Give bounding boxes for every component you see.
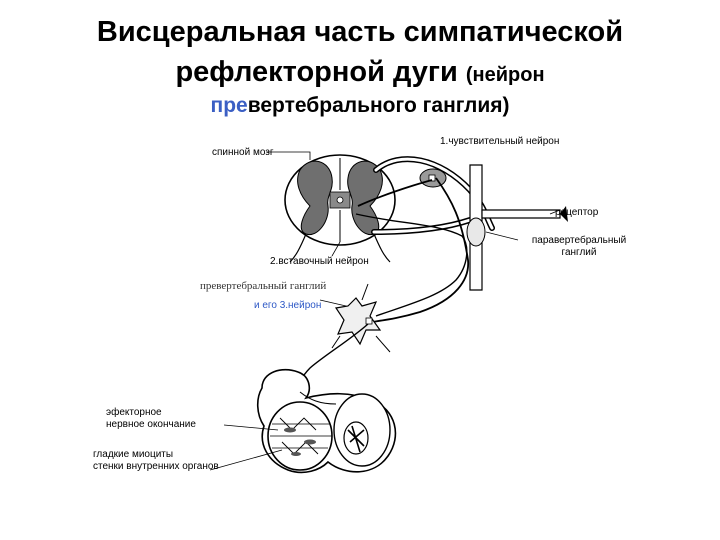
label-prevertebral-overlay: превертебральный ганглий [200,280,327,292]
paravertebral-ganglion [466,217,486,247]
sensory-neuron-body [428,174,436,182]
label-paravertebral-line1: паравертебральный [531,235,627,246]
label-smooth-line2: стенки внутренних органов [93,461,219,472]
label-neuron3: и его 3.нейрон [254,300,322,311]
label-paravertebral-ganglion: паравертебральный ганглий [518,235,640,259]
label-effector-line2: нервное окончание [106,419,196,430]
label-receptor: рецептор [555,207,599,218]
label-interneuron: 2.вставочный нейрон [270,256,369,267]
label-paravertebral-line2: ганглий [561,247,597,258]
spinal-cord-leader [266,151,311,160]
label-effector-ending: эфекторное нервное окончание [106,407,196,431]
prevertebral-ganglion [334,297,382,346]
label-smooth-line1: гладкие миоциты [93,449,174,460]
title-line-2-main: рефлекторной дуги [175,56,458,88]
title-line-3-rest: вертебрального ганглия) [247,94,510,117]
neuron3-body [365,317,373,325]
title-line-2: рефлекторной дуги (нейрон [0,56,720,89]
label-spinal-cord: спинной мозг [212,147,274,158]
title-line-3: превертебрального ганглия) [0,94,720,118]
title-line-2-paren: (нейрон [465,64,545,86]
label-effector-line1: эфекторное [106,407,162,418]
label-smooth-myocytes: гладкие миоциты стенки внутренних органо… [93,449,219,473]
internal-organ [256,368,397,474]
title-highlight-pre: пре [210,94,248,117]
sensory-fiber [371,177,469,323]
label-sensory-neuron: 1.чувствительный нейрон [440,136,560,147]
spinal-cord [284,154,396,263]
title-line-1: Висцеральная часть симпатической [96,16,624,48]
